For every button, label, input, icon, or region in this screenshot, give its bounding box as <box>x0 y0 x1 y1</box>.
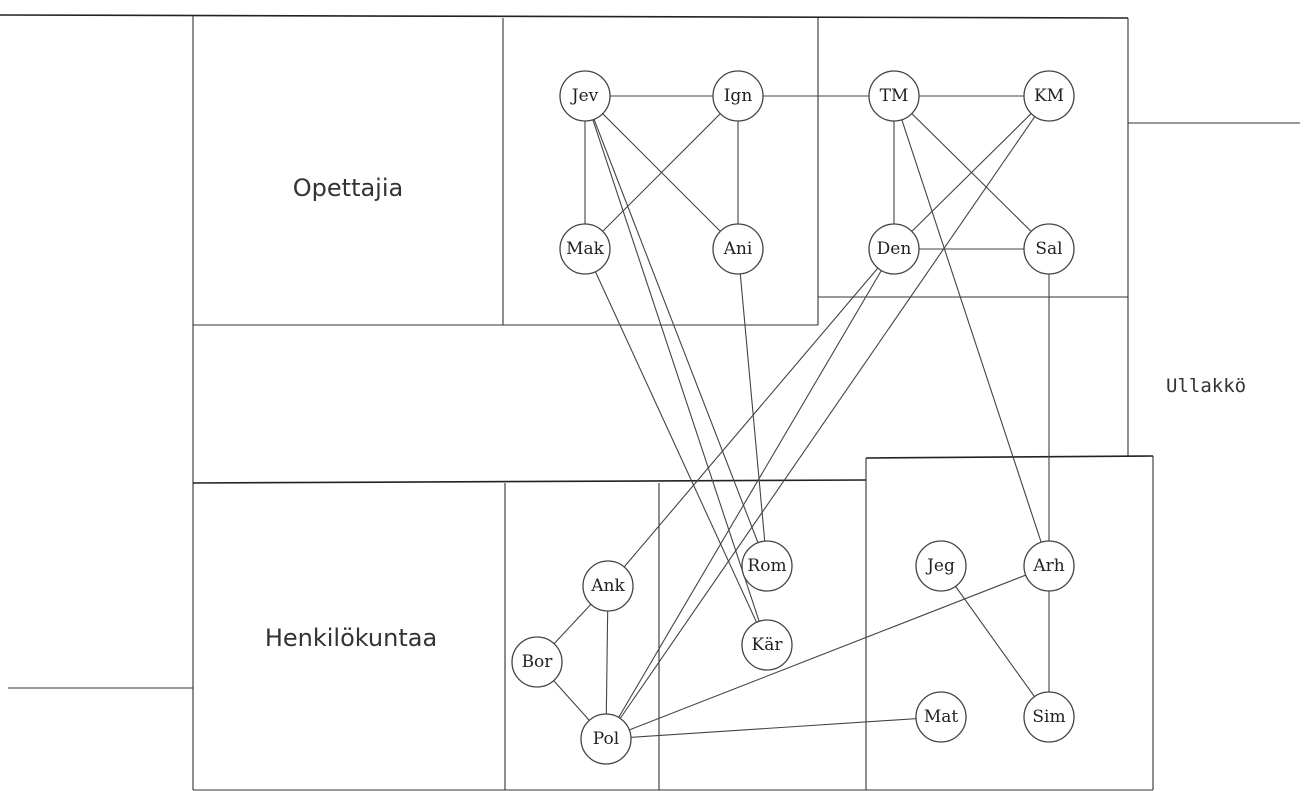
node-mat: Mat <box>915 691 967 743</box>
edge-jev-kar <box>584 95 768 646</box>
edge-den-ank <box>607 248 895 587</box>
node-circle <box>582 560 634 612</box>
edge-den-pol <box>605 248 895 740</box>
node-circle <box>741 540 793 592</box>
node-circle <box>1023 223 1075 275</box>
node-label: Kär <box>752 635 784 655</box>
node-ank: Ank <box>582 560 634 612</box>
node-circle <box>915 540 967 592</box>
node-label: TM <box>880 86 909 106</box>
node-mak: Mak <box>559 223 611 275</box>
node-label: Arh <box>1032 556 1064 576</box>
node-label: Bor <box>522 652 554 672</box>
node-circle <box>559 223 611 275</box>
node-label: Mat <box>924 707 959 727</box>
node-sal: Sal <box>1023 223 1075 275</box>
node-pol: Pol <box>580 713 632 765</box>
node-km: KM <box>1023 70 1075 122</box>
node-ani: Ani <box>712 223 764 275</box>
node-sim: Sim <box>1023 691 1075 743</box>
node-label: Ank <box>590 576 625 596</box>
edge-tm-arh <box>893 95 1050 567</box>
edge-ign-mak <box>584 95 739 250</box>
node-label: Pol <box>593 729 619 749</box>
node-circle <box>511 636 563 688</box>
edge-pol-arh <box>605 565 1050 740</box>
node-label: Ign <box>724 86 753 106</box>
node-tm: TM <box>868 70 920 122</box>
node-den: Den <box>868 223 920 275</box>
region-label-attic: Ullakkö <box>1166 375 1246 397</box>
node-circle <box>915 691 967 743</box>
edge-mak-kar <box>584 248 768 646</box>
node-ign: Ign <box>712 70 764 122</box>
node-label: Mak <box>566 239 605 259</box>
node-jeg: Jeg <box>915 540 967 592</box>
node-label: Jev <box>570 86 599 106</box>
region-label-staff: Henkilökuntaa <box>265 624 437 652</box>
node-rom: Rom <box>741 540 793 592</box>
edge-km-pol <box>605 95 1050 740</box>
region-label-teachers: Opettajia <box>293 174 403 202</box>
node-circle <box>868 70 920 122</box>
node-label: Jeg <box>925 556 955 576</box>
edge-pol-mat <box>605 716 942 740</box>
floor-plan-walls <box>0 14 1300 791</box>
edge-jeg-sim <box>940 565 1050 718</box>
node-label: Sal <box>1035 239 1062 259</box>
edge-ani-rom <box>737 248 768 567</box>
node-circle <box>712 223 764 275</box>
node-kar: Kär <box>741 619 793 671</box>
node-circle <box>1023 70 1075 122</box>
node-circle <box>580 713 632 765</box>
node-circle <box>1023 691 1075 743</box>
node-jev: Jev <box>559 70 611 122</box>
node-circle <box>868 223 920 275</box>
node-label: KM <box>1034 86 1064 106</box>
node-circle <box>712 70 764 122</box>
node-circle <box>559 70 611 122</box>
node-circle <box>1023 540 1075 592</box>
edge-km-den <box>893 95 1050 250</box>
connection-lines <box>536 95 1050 740</box>
edge-jev-rom <box>584 95 768 567</box>
node-label: Den <box>877 239 912 259</box>
node-label: Sim <box>1032 707 1065 727</box>
node-bor: Bor <box>511 636 563 688</box>
node-arh: Arh <box>1023 540 1075 592</box>
node-label: Rom <box>747 556 786 576</box>
node-circle <box>741 619 793 671</box>
node-label: Ani <box>723 239 753 259</box>
